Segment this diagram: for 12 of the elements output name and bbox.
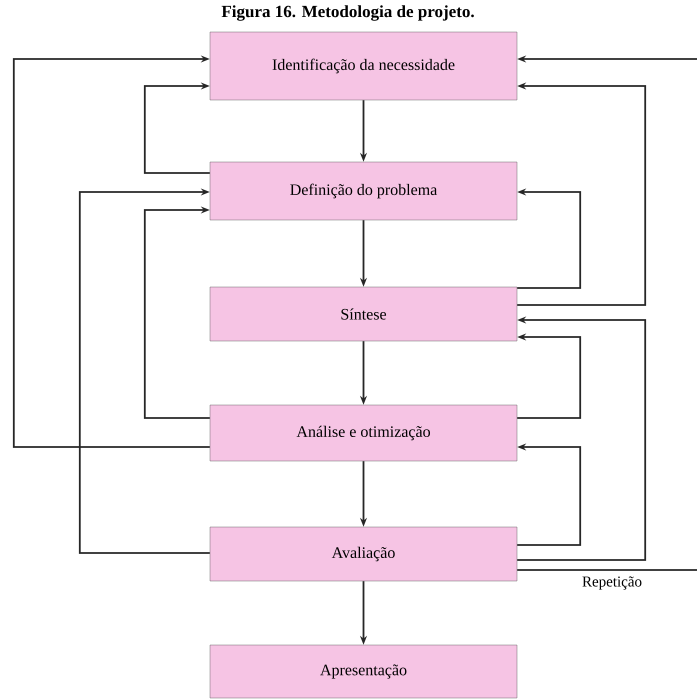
arrow (144, 82, 210, 174)
process-box: Análise e otimização (210, 404, 518, 462)
edge-label: Repetição (582, 576, 642, 590)
process-box: Identificação da necessidade (210, 32, 518, 100)
arrow (144, 206, 210, 419)
arrow (12, 55, 210, 448)
process-box: Definição do problema (210, 162, 518, 220)
process-box: Síntese (210, 286, 518, 342)
process-box: Apresentação (210, 644, 518, 698)
arrow (78, 188, 210, 554)
process-box: Avaliação (210, 526, 518, 582)
figure-title: Figura 16. Metodologia de projeto. (222, 5, 474, 21)
